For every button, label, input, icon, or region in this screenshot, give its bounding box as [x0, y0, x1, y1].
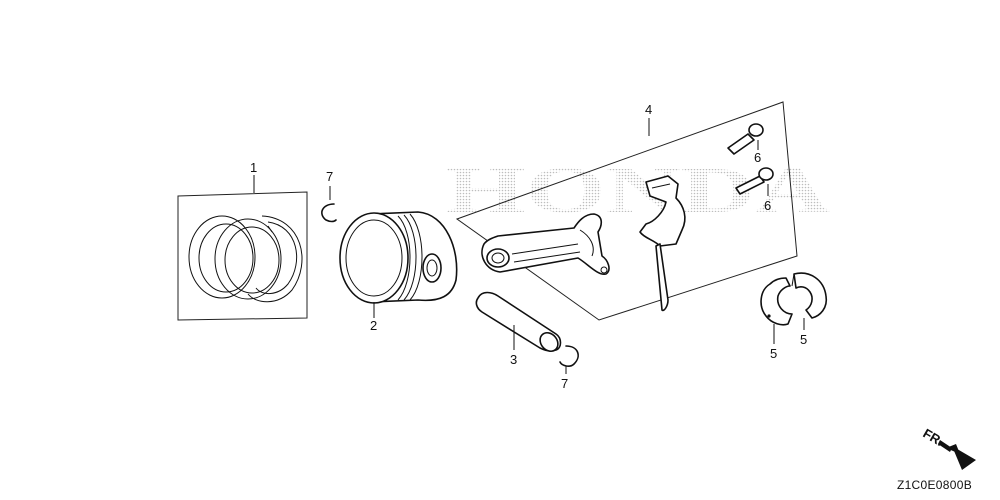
- front-direction-arrow-icon: [938, 440, 976, 470]
- connecting-rod-bolt-lower[interactable]: [735, 167, 774, 195]
- piston-pin[interactable]: [475, 291, 562, 355]
- callout-2: 2: [370, 318, 377, 333]
- callout-4: 4: [645, 102, 652, 117]
- piston-ring-set[interactable]: [177, 191, 308, 321]
- piston-pin-clip-upper[interactable]: [321, 203, 337, 223]
- connecting-rod-bearing-left[interactable]: [760, 277, 793, 326]
- connecting-rod-cap[interactable]: [639, 175, 686, 312]
- diagram-code: Z1C0E0800B: [896, 478, 972, 492]
- callout-7-lower: 7: [561, 376, 568, 391]
- connecting-rod-bearing-right[interactable]: [791, 272, 828, 319]
- connecting-rod-frame: [455, 101, 798, 321]
- callout-6-upper: 6: [754, 150, 761, 165]
- connecting-rod[interactable]: [481, 213, 610, 275]
- piston-pin-clip-lower[interactable]: [559, 345, 579, 367]
- callout-3: 3: [510, 352, 517, 367]
- callout-6-lower: 6: [764, 198, 771, 213]
- connecting-rod-bolt-upper[interactable]: [727, 123, 764, 155]
- callout-1: 1: [250, 160, 257, 175]
- callout-5-right: 5: [800, 332, 807, 347]
- ring-set-frame: [177, 191, 308, 321]
- callout-5-left: 5: [770, 346, 777, 361]
- callout-7-upper: 7: [326, 169, 333, 184]
- piston[interactable]: [339, 211, 458, 304]
- honda-watermark: HONDA: [445, 154, 831, 227]
